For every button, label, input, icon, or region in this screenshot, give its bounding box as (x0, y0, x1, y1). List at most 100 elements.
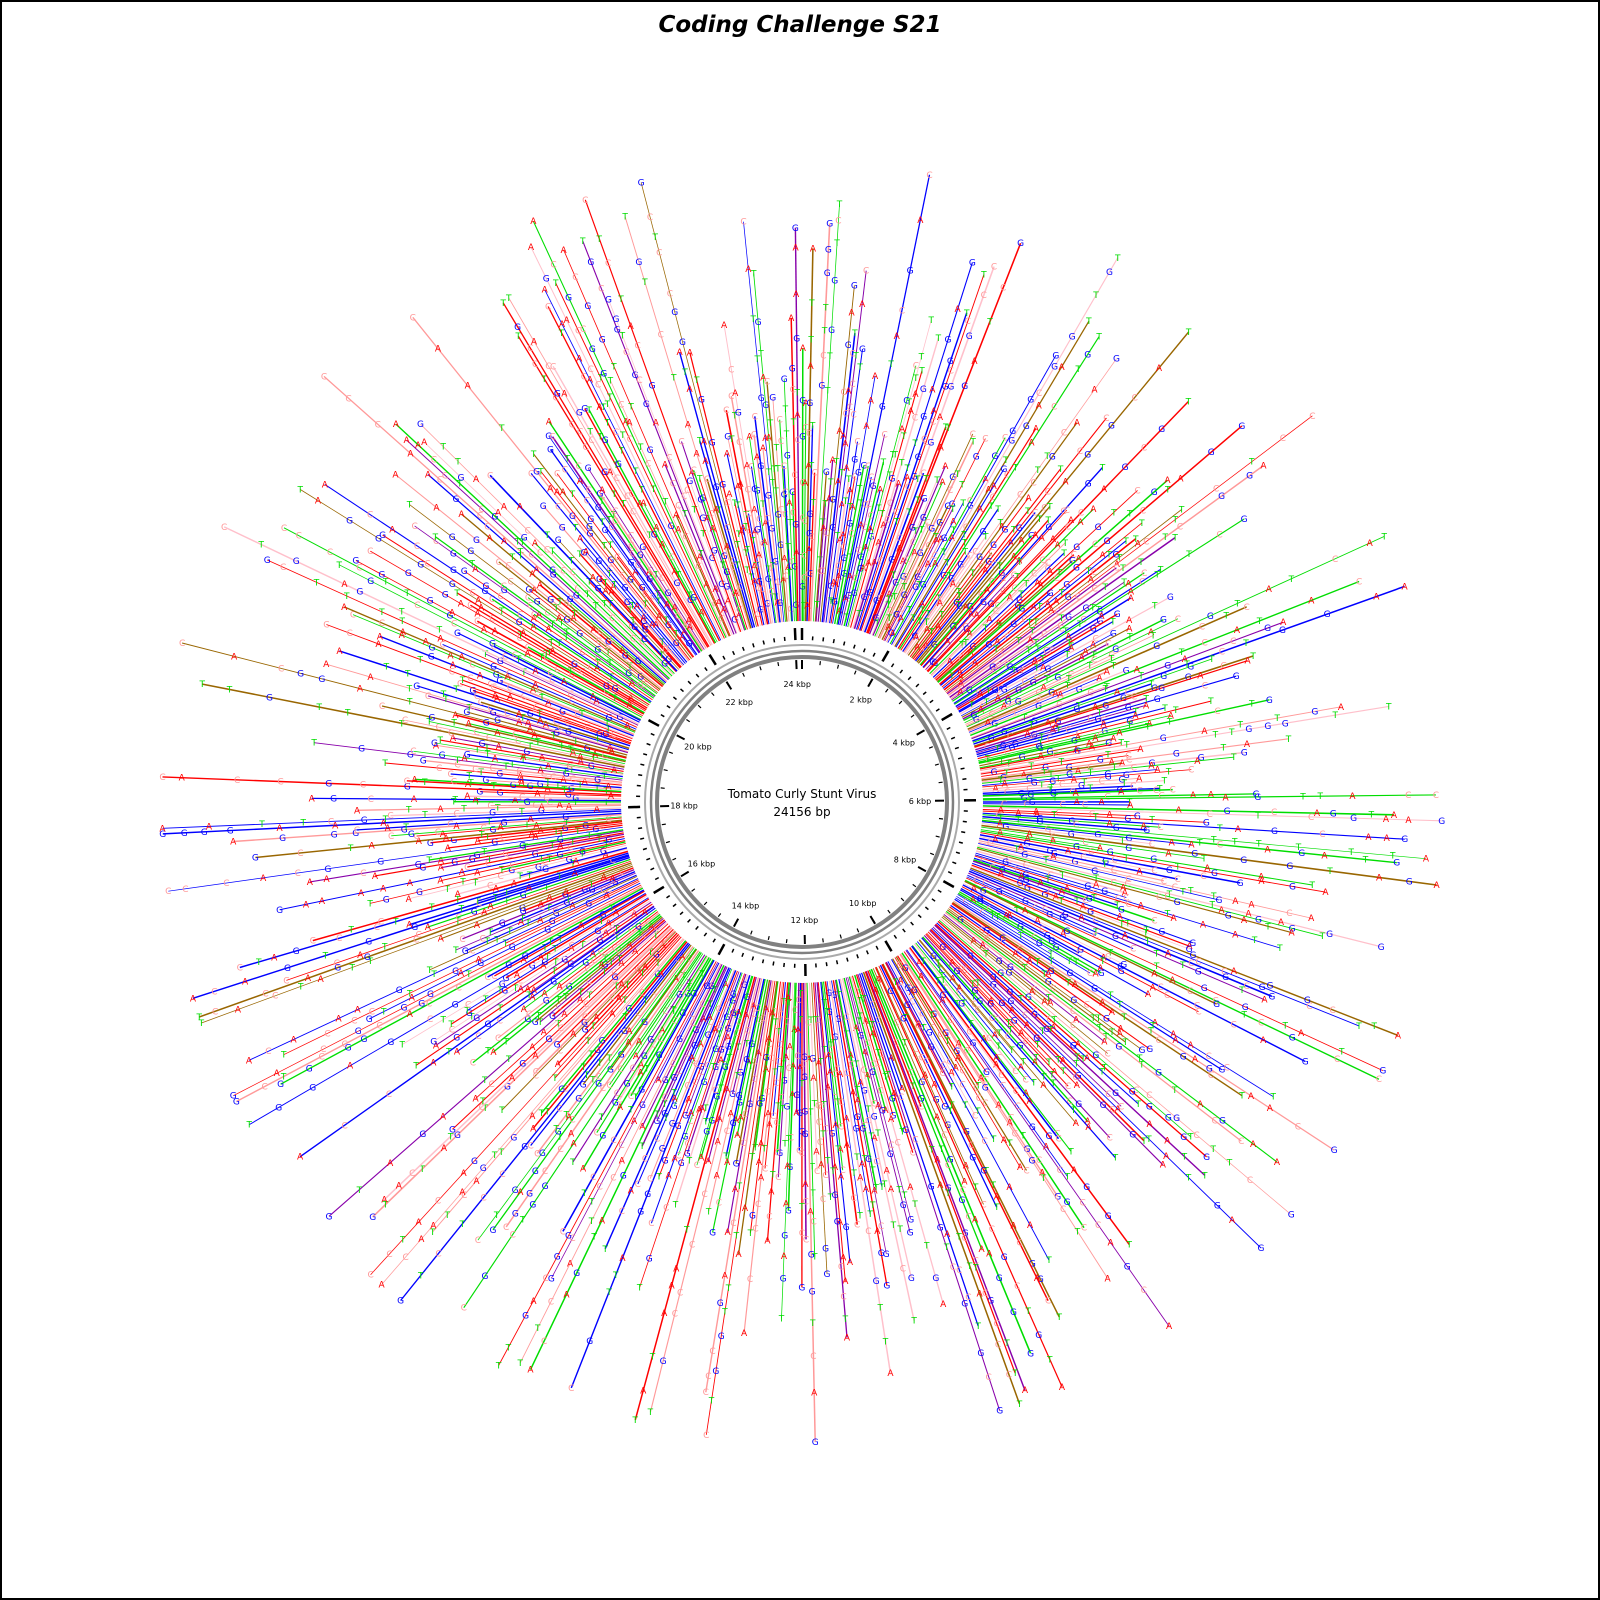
nucleotide-letter: G (947, 383, 954, 393)
nucleotide-letter: A (640, 1387, 647, 1397)
nucleotide-letter: A (1018, 537, 1025, 547)
sequence-ray (961, 785, 1134, 795)
nucleotide-letter: T (1037, 739, 1044, 749)
nucleotide-letter: C (1004, 633, 1010, 643)
nucleotide-letter: C (1023, 861, 1029, 871)
nucleotide-letter: C (367, 547, 373, 557)
outer-minor-tick (961, 831, 966, 834)
nucleotide-letter: G (449, 1125, 456, 1135)
nucleotide-letter: G (889, 474, 896, 484)
nucleotide-letter: C (840, 388, 846, 398)
nucleotide-letter: A (1201, 727, 1208, 737)
nucleotide-letter: C (1060, 507, 1066, 517)
nucleotide-letter: T (1043, 674, 1050, 684)
nucleotide-letter: A (1037, 581, 1044, 591)
sequence-ray (956, 710, 1136, 761)
nucleotide-letter: A (1405, 816, 1412, 826)
nucleotide-letter: T (1092, 291, 1099, 301)
nucleotide-letter: A (1154, 766, 1161, 776)
sequence-ray (831, 958, 877, 1188)
nucleotide-letter: G (1023, 875, 1030, 885)
nucleotide-letter: A (1091, 386, 1098, 396)
nucleotide-letter: G (1122, 463, 1129, 473)
nucleotide-letter: G (585, 464, 592, 474)
nucleotide-letter: C (497, 1017, 503, 1027)
nucleotide-letter: A (336, 647, 343, 657)
nucleotide-letter: G (756, 1099, 763, 1109)
nucleotide-letter: T (1045, 1256, 1052, 1266)
nucleotide-letter: A (1117, 913, 1124, 923)
nucleotide-letter: C (978, 562, 984, 572)
nucleotide-letter: C (549, 433, 555, 443)
nucleotide-letter: G (1073, 563, 1080, 573)
nucleotide-letter: T (444, 885, 451, 895)
nucleotide-letter: T (1174, 863, 1181, 873)
nucleotide-letter: T (920, 957, 927, 967)
nucleotide-letter: G (857, 553, 864, 563)
nucleotide-letter: A (666, 1171, 673, 1181)
nucleotide-letter: C (843, 409, 849, 419)
nucleotide-letter: G (1246, 472, 1253, 482)
sequence-ray (959, 742, 1122, 774)
nucleotide-letter: T (722, 1152, 729, 1162)
nucleotide-letter: C (963, 623, 969, 633)
nucleotide-letter: G (326, 1212, 333, 1222)
nucleotide-letter: T (918, 353, 925, 363)
nucleotide-letter: C (1151, 867, 1157, 877)
nucleotide-letter: C (628, 531, 634, 541)
nucleotide-letter: C (1050, 833, 1056, 843)
nucleotide-letter: T (873, 619, 880, 629)
nucleotide-letter: G (638, 179, 645, 189)
nucleotide-letter: A (934, 1113, 941, 1123)
nucleotide-letter: C (1091, 568, 1097, 578)
nucleotide-letter: G (931, 640, 938, 650)
nucleotide-letter: C (877, 1086, 883, 1096)
nucleotide-letter: C (1082, 801, 1088, 811)
nucleotide-letter: C (811, 469, 817, 479)
minor-tick (822, 938, 824, 943)
nucleotide-letter: G (1143, 826, 1150, 836)
nucleotide-letter: T (1295, 843, 1302, 853)
nucleotide-letter: G (565, 293, 572, 303)
nucleotide-letter: G (1129, 1088, 1136, 1098)
nucleotide-letter: C (1004, 788, 1010, 798)
sequence-ray (957, 715, 1171, 766)
nucleotide-letter: T (1024, 1307, 1031, 1317)
nucleotide-letter: A (877, 486, 884, 496)
nucleotide-letter: G (1207, 612, 1214, 622)
nucleotide-letter: G (807, 510, 814, 520)
nucleotide-letter: A (802, 479, 809, 489)
nucleotide-letter: T (598, 1113, 605, 1123)
nucleotide-letter: C (1008, 1114, 1014, 1124)
nucleotide-letter: G (1000, 774, 1007, 784)
nucleotide-letter: T (347, 844, 354, 854)
nucleotide-letter: T (537, 468, 544, 478)
nucleotide-letter: A (888, 1054, 895, 1064)
nucleotide-letter: T (878, 1183, 885, 1193)
nucleotide-letter: C (597, 1182, 603, 1192)
nucleotide-letter: A (1048, 606, 1055, 616)
nucleotide-letter: T (969, 569, 976, 579)
nucleotide-letter: C (967, 1045, 973, 1055)
nucleotide-letter: T (798, 1203, 805, 1213)
nucleotide-letter: A (853, 1024, 860, 1034)
nucleotide-letter: C (775, 1173, 781, 1183)
nucleotide-letter: T (257, 541, 264, 551)
nucleotide-letter: C (469, 588, 475, 598)
sequence-ray (928, 899, 1242, 1142)
nucleotide-letter: T (1073, 1060, 1080, 1070)
nucleotide-letter: G (1084, 451, 1091, 461)
nucleotide-letter: C (989, 549, 995, 559)
nucleotide-letter: T (1385, 702, 1392, 712)
sequence-ray (960, 818, 1192, 846)
nucleotide-letter: G (1118, 967, 1125, 977)
nucleotide-letter: C (792, 471, 798, 481)
nucleotide-letter: T (994, 912, 1001, 922)
nucleotide-letter: A (1104, 668, 1111, 678)
nucleotide-letter: T (1067, 642, 1074, 652)
sequence-ray (960, 821, 1437, 886)
nucleotide-letter: C (1213, 485, 1219, 495)
sequence-ray (815, 459, 834, 643)
nucleotide-letter: G (822, 1245, 829, 1255)
nucleotide-letter: C (634, 965, 640, 975)
